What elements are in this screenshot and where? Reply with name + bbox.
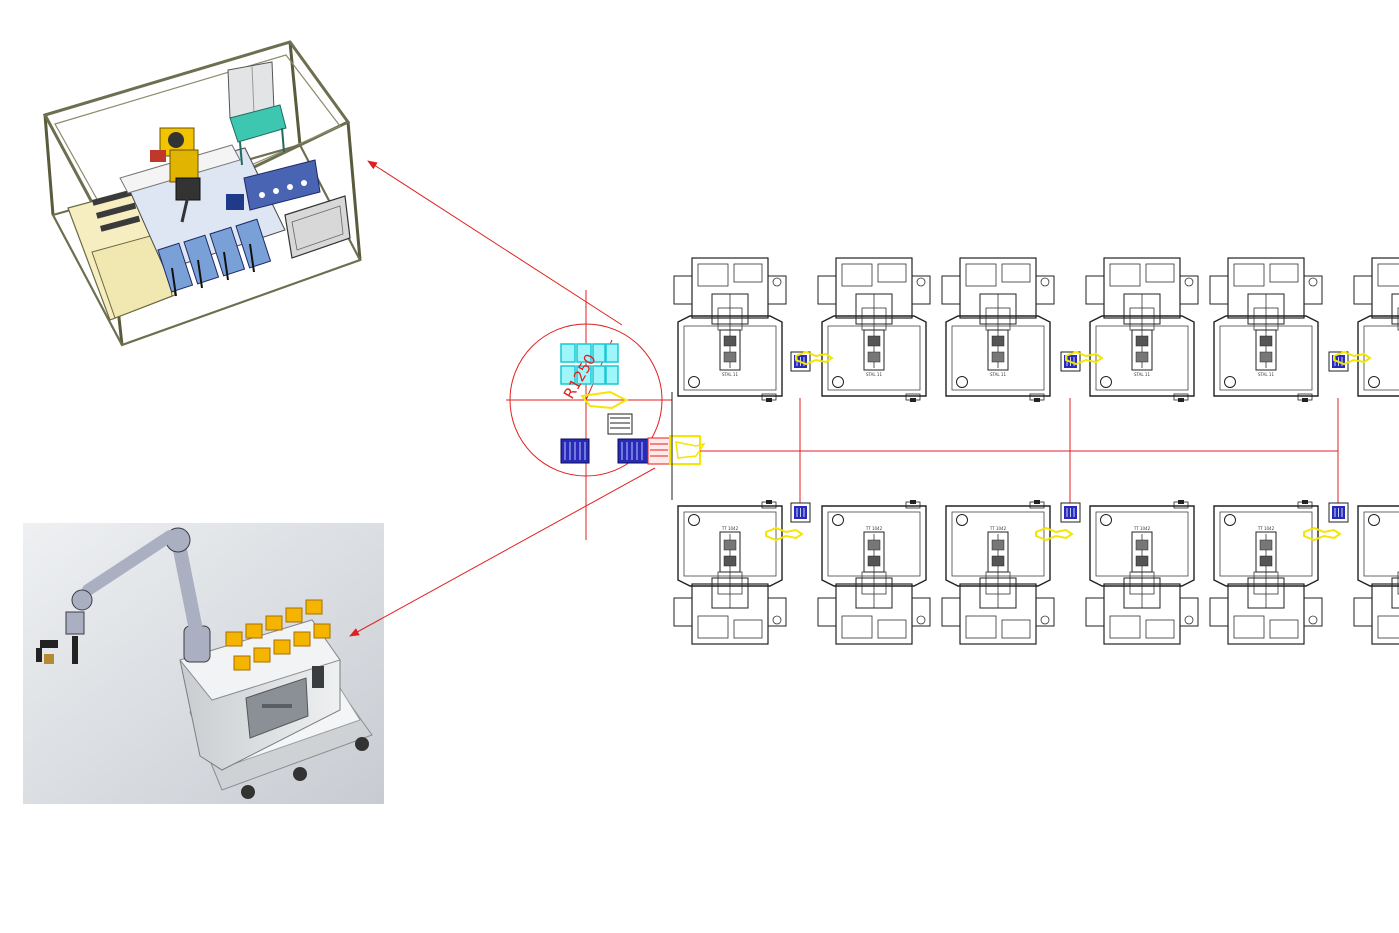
robot-reach-zone: R1250 [506,290,706,540]
machine-top-3: STAL 11 [941,257,1055,403]
buffer-station-2 [1060,350,1104,372]
machine-top-2: STAL 11 [817,257,931,403]
machine-label: STAL 11 [866,372,882,377]
buffer-station-5 [1035,502,1081,542]
machine-top-6: STAL 11 [1353,257,1399,403]
arrow-to-workcell [367,160,623,326]
transfer-path [700,398,1339,503]
robot-workcell-illustration [42,40,362,347]
buffer-station-1 [790,350,834,372]
machine-label: TT 1042 [721,526,739,531]
machine-label: TT 1042 [1257,526,1275,531]
machine-row-top: STAL 11 STAL 11 STAL 11 STAL 11 STAL 11 STAL … [673,257,1399,403]
machine-label: STAL 11 [1258,372,1274,377]
machine-bottom-1 [673,499,787,645]
buffer-stations [765,350,1372,542]
machine-label: TT 1042 [865,526,883,531]
machine-bottom-2 [817,499,931,645]
machine-label: TT 1042 [989,526,1007,531]
buffer-station-3 [1328,350,1372,372]
machine-label: STAL 11 [722,372,738,377]
amr-robot-illustration [23,523,384,804]
machine-top-1: STAL 11 [673,257,787,403]
arrow-to-amr [349,467,656,637]
machine-label: STAL 11 [1134,372,1150,377]
machine-bottom-6 [1353,499,1399,645]
buffer-station-4 [765,502,811,542]
buffer-station-6 [1303,502,1349,542]
machine-top-4: STAL 11 [1085,257,1199,403]
machine-label: TT 1042 [1133,526,1151,531]
machine-bottom-5 [1209,499,1323,645]
machine-bottom-3 [941,499,1055,645]
machine-bottom-4 [1085,499,1199,645]
machine-label: STAL 11 [990,372,1006,377]
machine-top-5: STAL 11 [1209,257,1323,403]
